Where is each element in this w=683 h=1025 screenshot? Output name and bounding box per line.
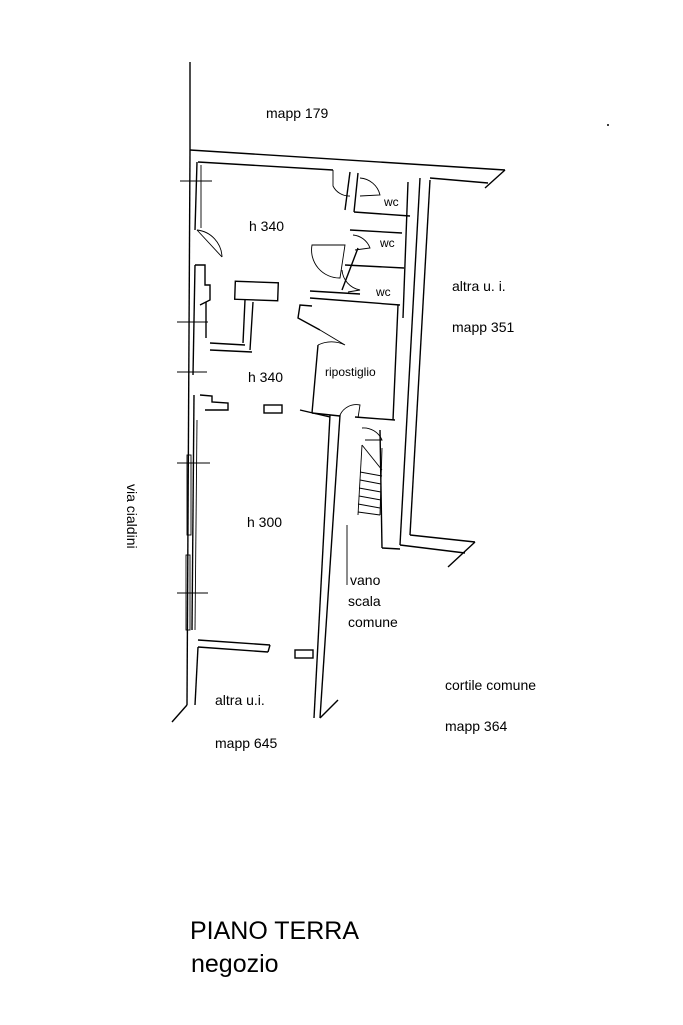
label-cortile-comune: cortile comune [445, 677, 536, 693]
bottom-wall [194, 639, 314, 706]
label-vano: vano [350, 572, 381, 588]
label-mapp-364: mapp 364 [445, 718, 507, 734]
interior-partitions-upper [205, 280, 280, 353]
left-facade-wall [171, 62, 202, 723]
label-altra-ui-bottom: altra u.i. [215, 692, 265, 708]
label-altra-ui-right: altra u. i. [452, 278, 506, 294]
ripostiglio-walls [297, 304, 399, 421]
label-scala: scala [348, 593, 381, 609]
facade-window-marks [177, 180, 212, 631]
label-wc-1: wc [383, 195, 399, 209]
label-street: via cialdini [124, 484, 140, 549]
wc-doors [311, 170, 381, 293]
interior-partitions-middle [199, 394, 331, 418]
right-exterior-wall [379, 177, 476, 568]
label-wc-3: wc [375, 285, 391, 299]
title-floor: PIANO TERRA [190, 917, 359, 945]
top-wall [189, 149, 506, 189]
label-wc-2: wc [379, 236, 395, 250]
stray-dot [607, 124, 609, 126]
label-ripostiglio: ripostiglio [325, 365, 376, 379]
vano-scala-walls [313, 404, 383, 719]
wc-block [309, 171, 411, 319]
title-use: negozio [191, 950, 279, 978]
label-room-height-middle: h 340 [248, 369, 283, 385]
label-mapp-645: mapp 645 [215, 735, 277, 751]
label-mapp-179: mapp 179 [266, 105, 328, 121]
label-room-height-bottom: h 300 [247, 514, 282, 530]
staircase [357, 444, 383, 516]
label-comune: comune [348, 614, 398, 630]
label-mapp-351: mapp 351 [452, 319, 514, 335]
label-room-height-top: h 340 [249, 218, 284, 234]
facade-door [195, 229, 223, 306]
